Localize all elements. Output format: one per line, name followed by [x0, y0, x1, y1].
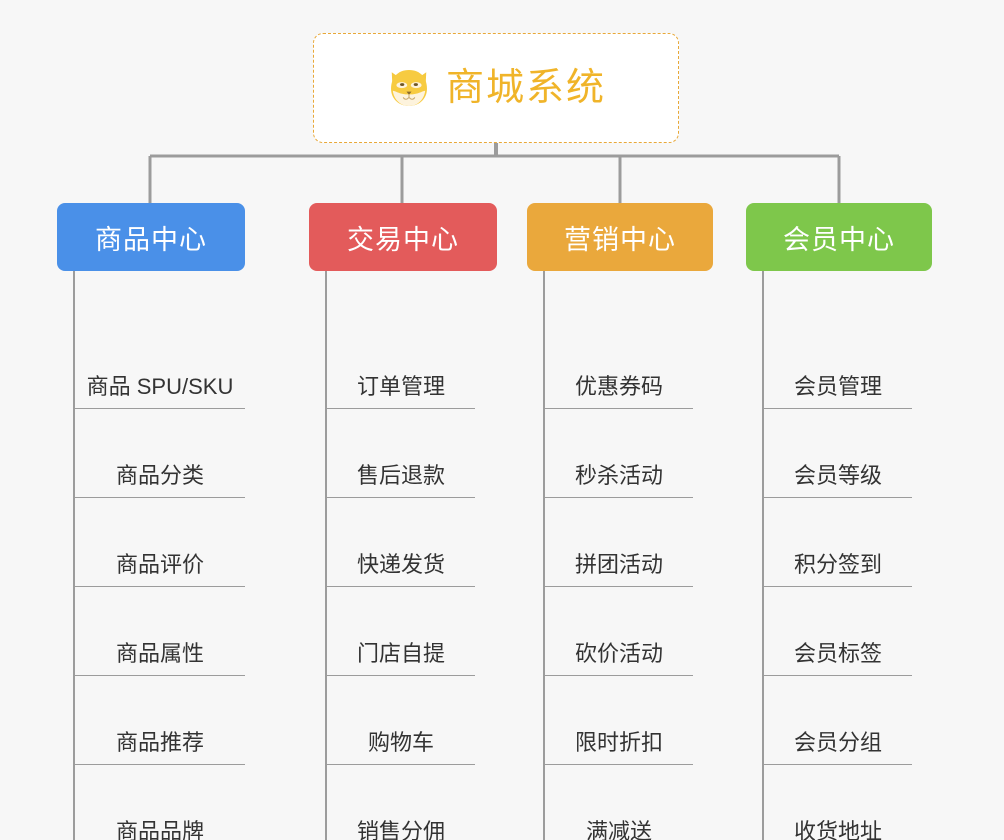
root-title: 商城系统	[445, 67, 606, 109]
category-column-2: 营销中心 优惠券码 秒杀活动 拼团活动 砍价活动 限时折扣 满减送	[527, 203, 739, 840]
shiba-dog-face-icon	[391, 70, 427, 106]
leaf-list-1: 订单管理 售后退款 快递发货 门店自提 购物车 销售分佣	[325, 271, 521, 840]
leaf-item[interactable]: 销售分佣	[327, 765, 475, 840]
leaf-item[interactable]: 订单管理	[327, 293, 475, 409]
category-header-3[interactable]: 会员中心	[746, 203, 932, 271]
leaf-item[interactable]: 会员等级	[764, 409, 912, 498]
leaf-item[interactable]: 商品评价	[75, 498, 245, 587]
leaf-item[interactable]: 拼团活动	[545, 498, 693, 587]
category-column-3: 会员中心 会员管理 会员等级 积分签到 会员标签 会员分组 收货地址	[746, 203, 958, 840]
leaf-item[interactable]: 购物车	[327, 676, 475, 765]
leaf-item[interactable]: 商品品牌	[75, 765, 245, 840]
leaf-item[interactable]: 限时折扣	[545, 676, 693, 765]
category-column-0: 商品中心 商品 SPU/SKU 商品分类 商品评价 商品属性 商品推荐 商品品牌	[57, 203, 269, 840]
leaf-item[interactable]: 收货地址	[764, 765, 912, 840]
category-header-1[interactable]: 交易中心	[309, 203, 497, 271]
root-node[interactable]: 商城系统	[313, 33, 679, 143]
leaf-item[interactable]: 会员标签	[764, 587, 912, 676]
leaf-item[interactable]: 满减送	[545, 765, 693, 840]
category-column-1: 交易中心 订单管理 售后退款 快递发货 门店自提 购物车 销售分佣	[309, 203, 521, 840]
leaf-item[interactable]: 商品分类	[75, 409, 245, 498]
leaf-list-2: 优惠券码 秒杀活动 拼团活动 砍价活动 限时折扣 满减送	[543, 271, 739, 840]
leaf-item[interactable]: 商品 SPU/SKU	[75, 293, 245, 409]
leaf-item[interactable]: 优惠券码	[545, 293, 693, 409]
leaf-item[interactable]: 售后退款	[327, 409, 475, 498]
leaf-item[interactable]: 会员管理	[764, 293, 912, 409]
leaf-item[interactable]: 门店自提	[327, 587, 475, 676]
leaf-list-3: 会员管理 会员等级 积分签到 会员标签 会员分组 收货地址	[762, 271, 958, 840]
leaf-item[interactable]: 商品推荐	[75, 676, 245, 765]
leaf-list-0: 商品 SPU/SKU 商品分类 商品评价 商品属性 商品推荐 商品品牌	[73, 271, 269, 840]
leaf-item[interactable]: 积分签到	[764, 498, 912, 587]
leaf-item[interactable]: 快递发货	[327, 498, 475, 587]
leaf-item[interactable]: 商品属性	[75, 587, 245, 676]
leaf-item[interactable]: 砍价活动	[545, 587, 693, 676]
category-header-2[interactable]: 营销中心	[527, 203, 713, 271]
category-header-0[interactable]: 商品中心	[57, 203, 245, 271]
leaf-item[interactable]: 秒杀活动	[545, 409, 693, 498]
leaf-item[interactable]: 会员分组	[764, 676, 912, 765]
